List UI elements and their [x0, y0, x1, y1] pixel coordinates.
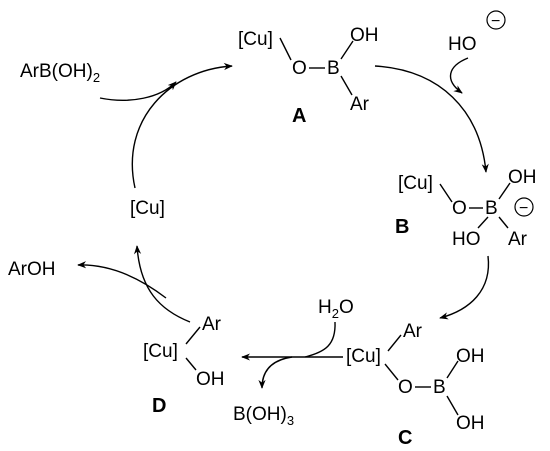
water-reagent: H2O [318, 297, 354, 321]
label-d: D [152, 395, 166, 417]
arrow-phenol-out [77, 261, 167, 299]
c-hydroxyl-1: OH [456, 346, 485, 367]
a-oxygen: O [292, 58, 307, 79]
intermediate-c: Ar [Cu] O B OH OH C [346, 321, 485, 449]
intermediate-b: [Cu] O B OH − HO Ar B [395, 167, 537, 250]
arrow-b-to-c [439, 255, 490, 320]
a-cu: [Cu] [238, 29, 273, 50]
c-cu-o-bond [384, 363, 399, 381]
b-charge-circle [514, 197, 534, 217]
b-cu-o-bond [439, 183, 453, 203]
arrow-water-in [304, 321, 336, 358]
b-b-oh-bond [498, 182, 511, 200]
d-cu: [Cu] [143, 341, 178, 362]
arrow-a-to-b [374, 65, 489, 173]
hydroxide-charge: − [491, 13, 500, 30]
boric-acid-text: B(OH)3 [233, 404, 294, 428]
c-oxygen: O [398, 377, 413, 398]
arrow-cu-to-a [131, 62, 233, 189]
arrow-d-to-cu [133, 245, 191, 323]
b-hydroxyl: OH [508, 167, 537, 188]
a-b-ar-bond [340, 75, 353, 96]
b-b-ho-bond [477, 216, 489, 229]
hydroxide-reagent: HO − [448, 10, 506, 55]
c-hydroxyl-2: OH [456, 413, 485, 434]
arylboronic-acid: ArB(OH)2 [20, 61, 100, 85]
d-aryl: Ar [202, 314, 222, 335]
hydroxide-text: HO [448, 34, 477, 55]
b-b-ar-bond [498, 216, 509, 229]
label-b: B [395, 216, 409, 238]
d-hydroxyl: OH [196, 369, 225, 390]
c-b-oh-bond [446, 360, 459, 379]
b-boron: B [485, 198, 498, 219]
c-cu: [Cu] [346, 346, 381, 367]
arrow-boric-out [258, 356, 293, 389]
label-a: A [292, 105, 306, 127]
water-text: H2O [318, 297, 354, 321]
d-cu-ar-bond [185, 326, 201, 345]
d-cu-oh-bond [185, 357, 197, 371]
catalyst-cu: [Cu] [130, 198, 165, 219]
arrow-hydroxide-in [450, 57, 469, 94]
b-hydroxyl-2: HO [452, 229, 481, 250]
a-cu-o-bond [279, 37, 292, 61]
boric-acid: B(OH)3 [233, 404, 294, 428]
arylboronic-acid-text: ArB(OH)2 [20, 61, 100, 85]
c-b-oh2-bond [446, 395, 459, 416]
arrow-arboronic-in [99, 81, 177, 101]
c-boron: B [433, 377, 446, 398]
a-boron: B [327, 58, 340, 79]
label-c: C [398, 427, 412, 449]
c-cu-ar-bond [387, 334, 402, 352]
b-oxygen: O [452, 198, 467, 219]
b-charge: − [519, 200, 528, 217]
b-cu: [Cu] [398, 173, 433, 194]
phenol-product: ArOH [8, 259, 56, 280]
hydroxide-charge-circle [486, 10, 506, 30]
b-aryl: Ar [508, 229, 528, 250]
a-aryl: Ar [350, 94, 370, 115]
a-hydroxyl: OH [350, 25, 379, 46]
intermediate-d: Ar [Cu] OH D [143, 314, 225, 417]
intermediate-a: [Cu] O B OH Ar A [238, 25, 379, 127]
a-b-oh-bond [340, 40, 354, 60]
c-aryl: Ar [403, 321, 423, 342]
